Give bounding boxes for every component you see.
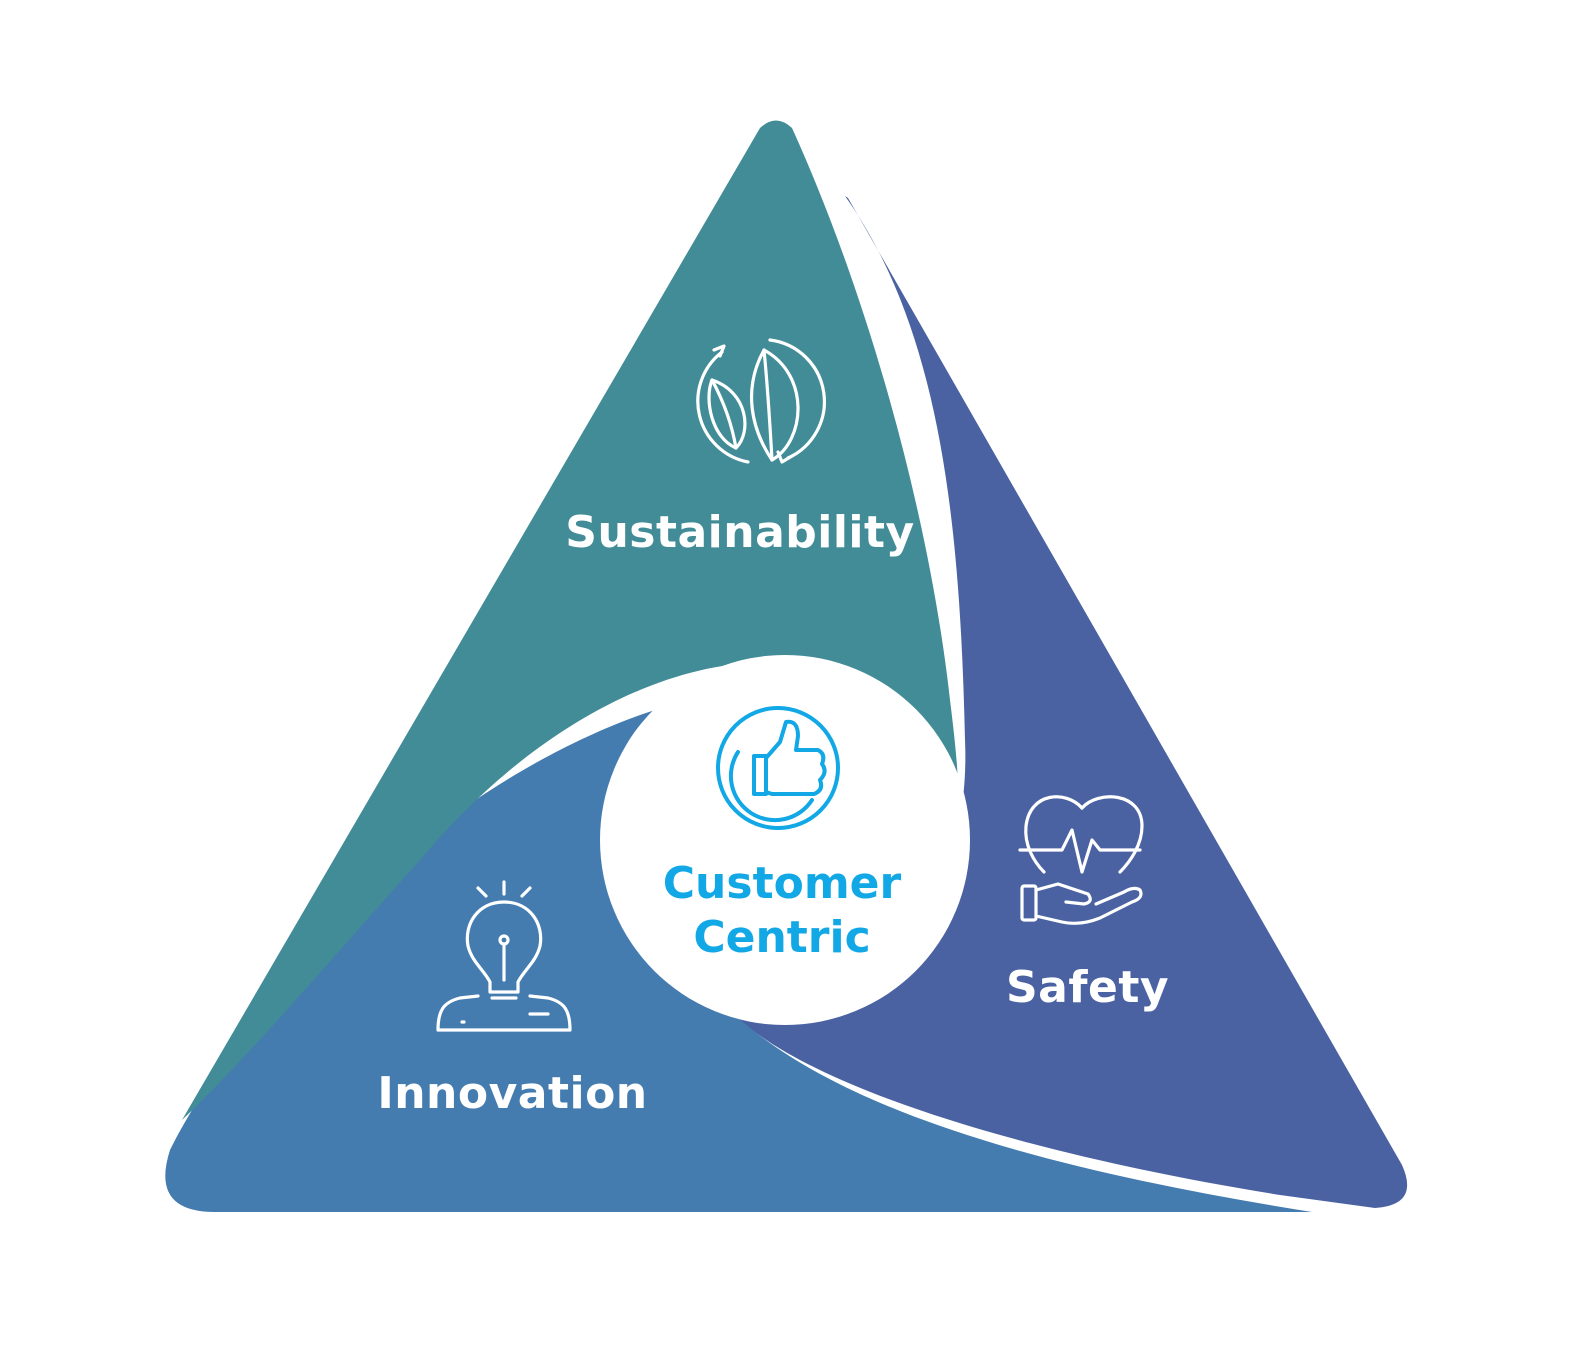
lightbulb-person-icon [436, 880, 572, 1032]
center-label-line-1: Customer [662, 858, 902, 909]
thumbs-up-icon [716, 706, 840, 830]
center-label-line-2: Centric [693, 912, 871, 963]
heart-hand-icon [1018, 795, 1144, 925]
segment-sustainability [182, 120, 958, 1120]
label-safety: Safety [1005, 962, 1170, 1013]
label-sustainability: Sustainability [565, 507, 915, 558]
center-circle [600, 655, 970, 1025]
label-innovation: Innovation [377, 1068, 648, 1119]
segment-innovation [165, 710, 1313, 1212]
leaf-recycle-icon [696, 338, 826, 464]
